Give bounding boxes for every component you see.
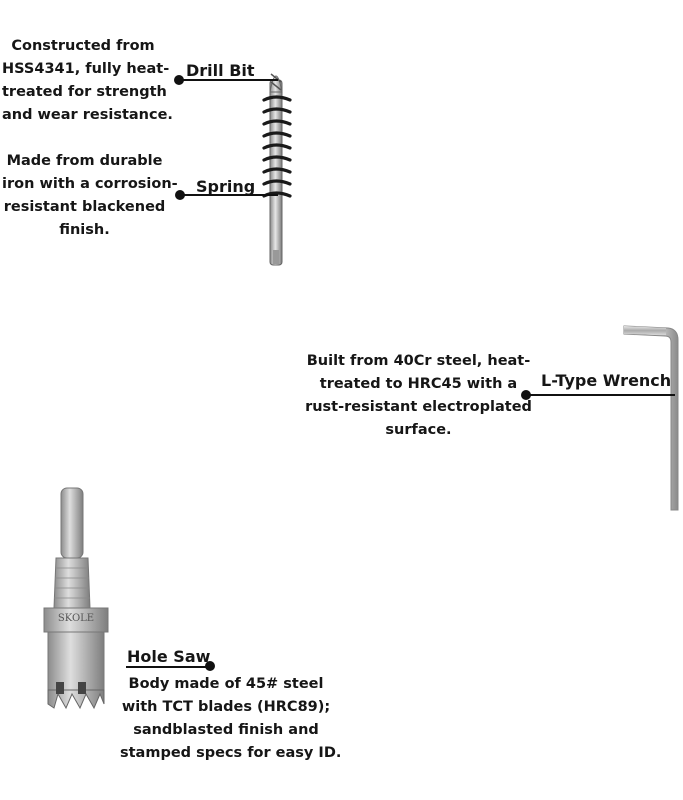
spring-leader-line [183,194,278,196]
drill-bit-leader-line [178,79,278,81]
hole-saw-label: Hole Saw [127,647,211,666]
drill-bit-description: Constructed from HSS4341, fully heat- tr… [2,38,173,123]
spring-label: Spring [196,177,256,196]
hole-saw-stamp: SKOLE [57,613,95,624]
l-type-wrench-description: Built from 40Cr steel, heat- treated to … [305,353,532,438]
hole-saw-leader-line [126,666,210,668]
drill-bit-label: Drill Bit [186,61,255,80]
l-type-wrench-image [623,325,679,511]
hole-saw-description: Body made of 45# steel with TCT blades (… [120,676,342,761]
drill-bit-marker [174,75,184,85]
l-type-wrench-marker [521,390,531,400]
spring-marker [175,190,185,200]
drill-bit-spring-image [262,73,292,266]
hole-saw-marker [205,661,215,671]
hole-saw-image [43,487,109,710]
l-type-wrench-label: L-Type Wrench [541,371,672,390]
l-type-wrench-leader-line [528,394,675,396]
spring-description: Made from durable iron with a corrosion-… [2,153,178,238]
